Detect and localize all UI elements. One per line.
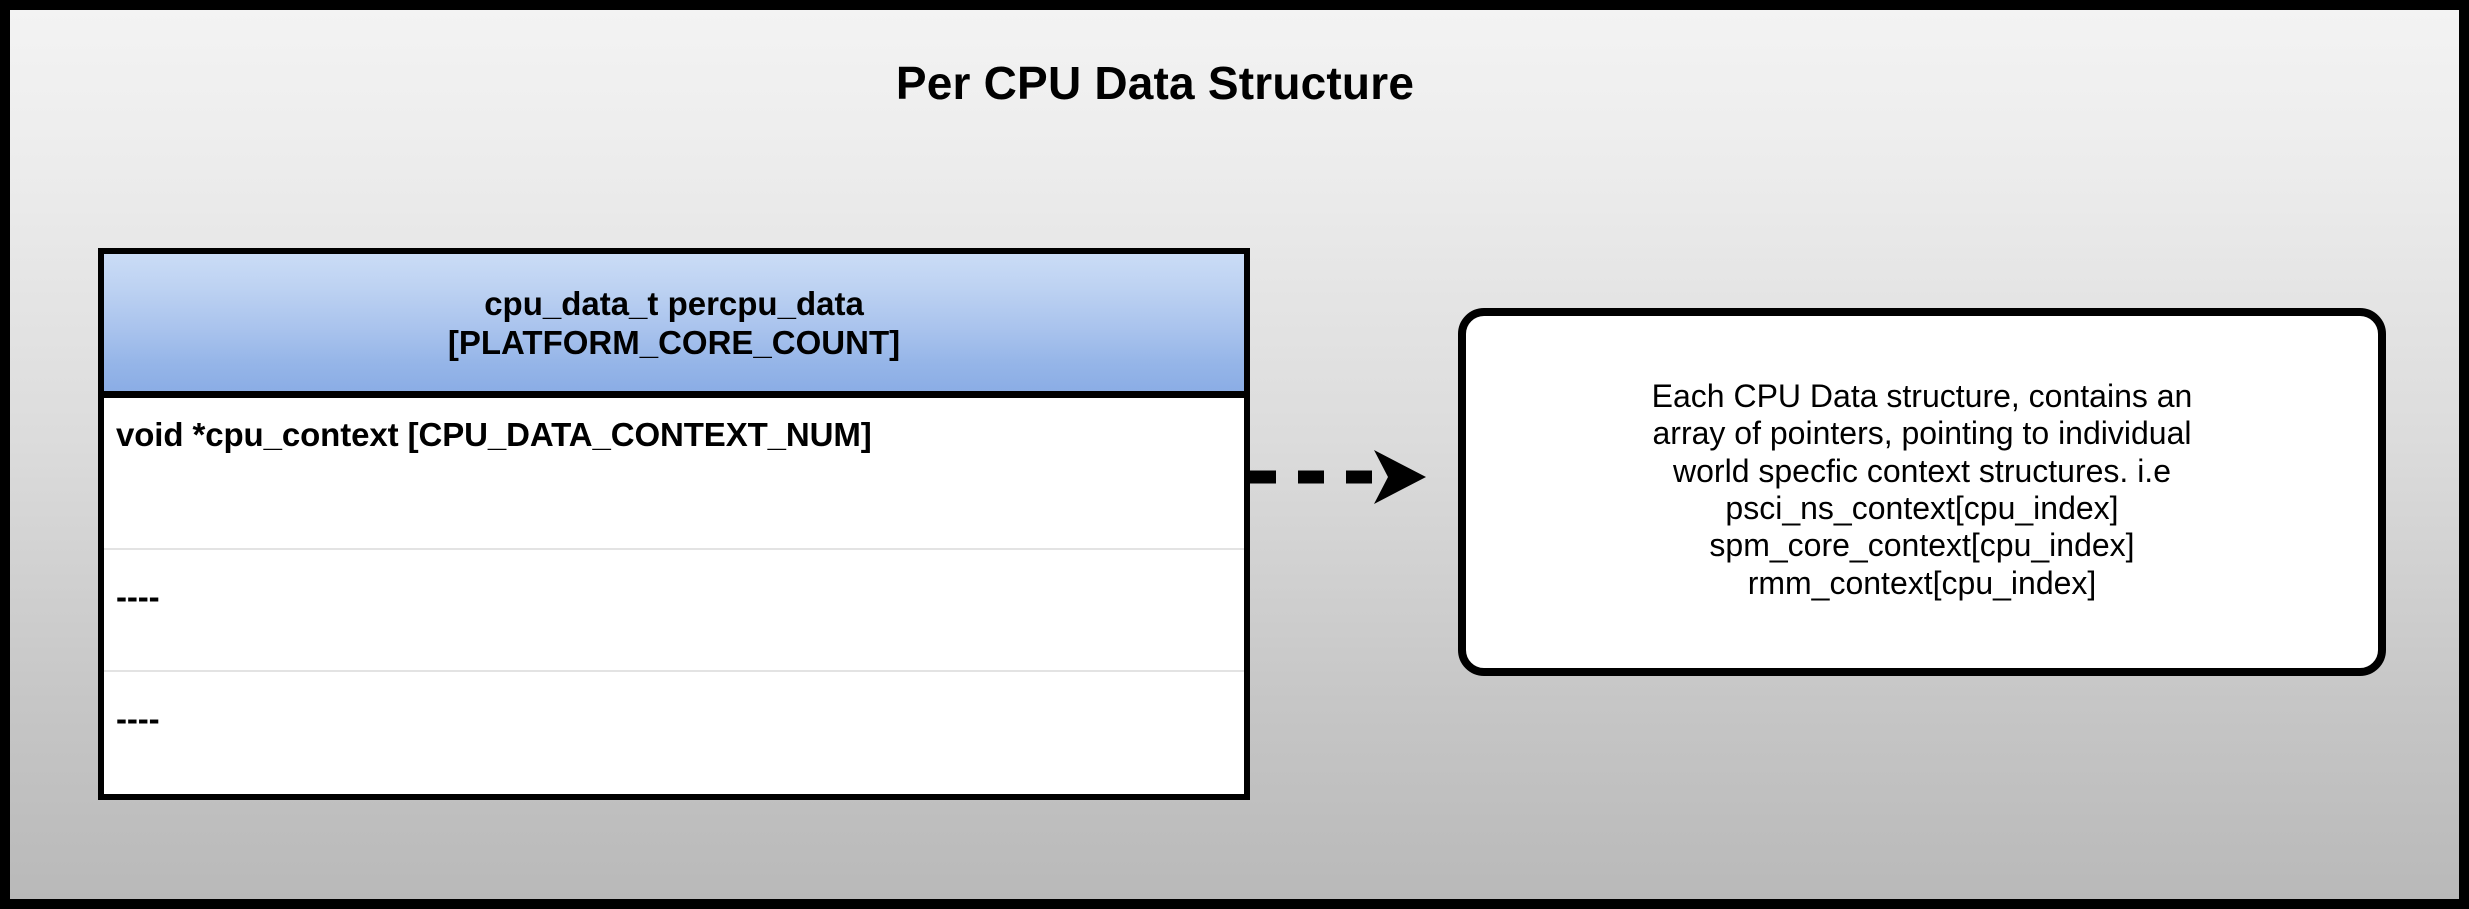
note-line: world specfic context structures. i.e: [1673, 452, 2171, 489]
note-line: rmm_context[cpu_index]: [1747, 564, 2097, 601]
percpu-data-struct-box: cpu_data_t percpu_data [PLATFORM_CORE_CO…: [98, 248, 1250, 800]
struct-field-placeholder-1: ----: [116, 578, 160, 615]
arrowhead-icon: [1374, 450, 1426, 504]
note-line: array of pointers, pointing to individua…: [1652, 415, 2192, 452]
note-line: spm_core_context[cpu_index]: [1709, 527, 2135, 564]
dashed-arrow-connector: [1250, 450, 1426, 504]
struct-header-line-1: cpu_data_t percpu_data: [484, 284, 864, 322]
struct-header-line-2: [PLATFORM_CORE_COUNT]: [447, 323, 901, 361]
struct-header: cpu_data_t percpu_data [PLATFORM_CORE_CO…: [104, 254, 1244, 398]
note-line: Each CPU Data structure, contains an: [1651, 377, 2193, 414]
table-row: void *cpu_context [CPU_DATA_CONTEXT_NUM]: [104, 398, 1244, 548]
struct-field-cpu-context: void *cpu_context [CPU_DATA_CONTEXT_NUM]: [116, 416, 872, 453]
table-row: ----: [104, 548, 1244, 670]
page-title: Per CPU Data Structure: [895, 57, 1415, 109]
struct-body: void *cpu_context [CPU_DATA_CONTEXT_NUM]…: [104, 398, 1244, 793]
table-row: ----: [104, 670, 1244, 793]
note-line: psci_ns_context[cpu_index]: [1725, 490, 2119, 526]
struct-field-placeholder-2: ----: [116, 700, 160, 737]
note-callout-box: Each CPU Data structure, contains an arr…: [1458, 308, 2386, 676]
